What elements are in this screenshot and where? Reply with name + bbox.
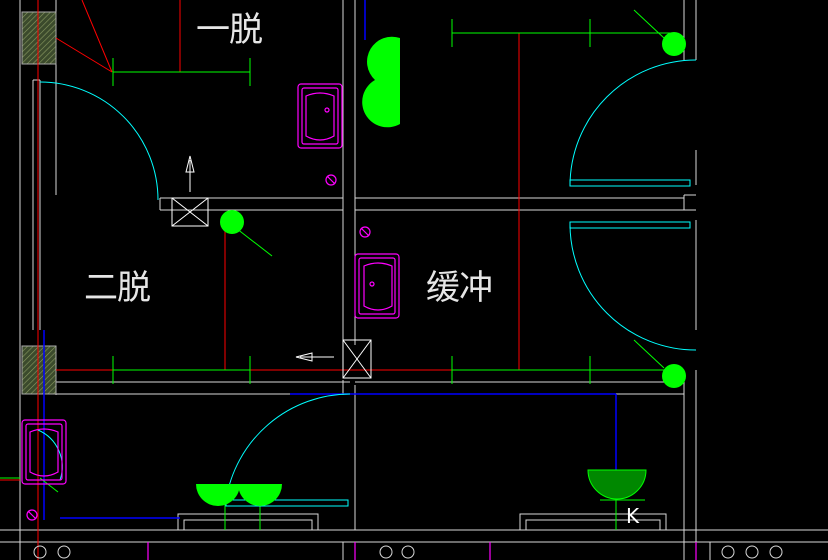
wash-basin-icon (297, 83, 343, 149)
lamp-icon (196, 32, 686, 506)
bottom-magenta-ticks (147, 542, 697, 560)
room-label-left: 二脱 (84, 268, 151, 308)
bottom-markers (33, 545, 783, 559)
arrow-icon (185, 155, 334, 362)
floor-drain-icon (26, 174, 371, 521)
wash-basin-icon (21, 419, 67, 485)
room-label-top: 一脱 (196, 10, 263, 50)
room-label-right: 缓冲 (426, 268, 493, 308)
column-hatch-bottom (21, 345, 57, 395)
column-hatch-top (21, 11, 57, 65)
wash-basin-icon (354, 253, 400, 319)
tag-label: K (626, 504, 640, 528)
air-vent-icon (171, 197, 372, 379)
